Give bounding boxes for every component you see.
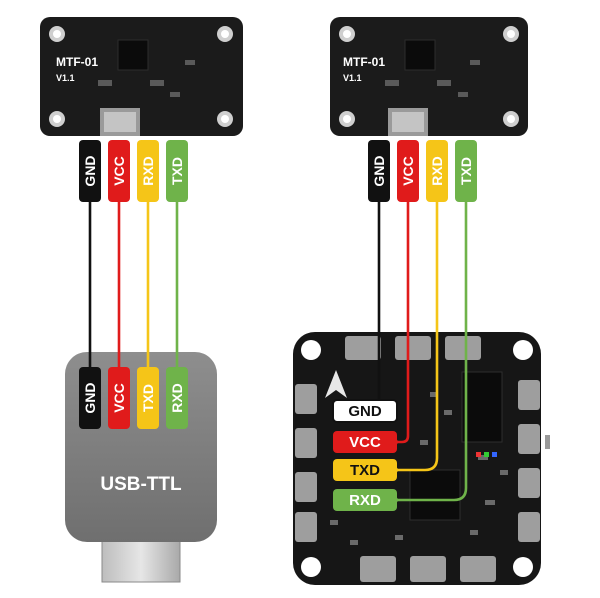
svg-text:RXD: RXD [140,156,156,186]
module-name-left: MTF-01 [56,55,98,69]
pin-tag-rxd: RXD [137,140,159,202]
fc-pin-txd: TXD [333,459,397,481]
fc-pin-tags: GND VCC TXD RXD [332,399,398,511]
pin-tag-gnd: GND [79,140,101,202]
pin-tag-vcc: VCC [108,140,130,202]
pin-tag-vcc: VCC [397,140,419,202]
flight-controller-board [293,332,550,585]
svg-text:TXD: TXD [350,462,380,479]
pin-tag-rxd: RXD [426,140,448,202]
module-pin-tags-right: GND VCC RXD TXD [368,140,477,202]
svg-text:VCC: VCC [111,156,127,186]
svg-text:GND: GND [82,382,98,413]
svg-text:RXD: RXD [349,492,381,509]
svg-text:RXD: RXD [169,383,185,413]
pin-tag-txd: TXD [455,140,477,202]
fc-pin-rxd: RXD [333,489,397,511]
svg-text:VCC: VCC [400,156,416,186]
mtf01-module-right: MTF-01 V1.1 [330,17,528,136]
wires-left [88,200,179,372]
fc-pin-vcc: VCC [333,431,397,453]
svg-text:TXD: TXD [169,157,185,185]
usb-pin-txd: TXD [137,367,159,429]
module-version-left: V1.1 [56,73,75,83]
fc-pin-gnd: GND [332,399,398,423]
pin-tag-txd: TXD [166,140,188,202]
usb-pin-gnd: GND [79,367,101,429]
usb-pin-tags: GND VCC TXD RXD [79,367,188,429]
brand-logo [325,370,347,398]
usb-plug [101,534,181,583]
svg-text:VCC: VCC [111,383,127,413]
svg-text:VCC: VCC [349,434,381,451]
module-version-right: V1.1 [343,73,362,83]
svg-text:GND: GND [82,155,98,186]
usb-ttl-label: USB-TTL [100,474,182,495]
svg-text:GND: GND [371,155,387,186]
module-name-right: MTF-01 [343,55,385,69]
mtf01-module-left: MTF-01 V1.1 [40,17,243,136]
svg-text:TXD: TXD [458,157,474,185]
usb-pin-rxd: RXD [166,367,188,429]
pin-tag-gnd: GND [368,140,390,202]
wires-right [377,200,468,503]
svg-text:TXD: TXD [140,384,156,412]
svg-text:GND: GND [348,403,382,420]
module-pin-tags-left: GND VCC RXD TXD [79,140,188,202]
usb-pin-vcc: VCC [108,367,130,429]
svg-text:RXD: RXD [429,156,445,186]
